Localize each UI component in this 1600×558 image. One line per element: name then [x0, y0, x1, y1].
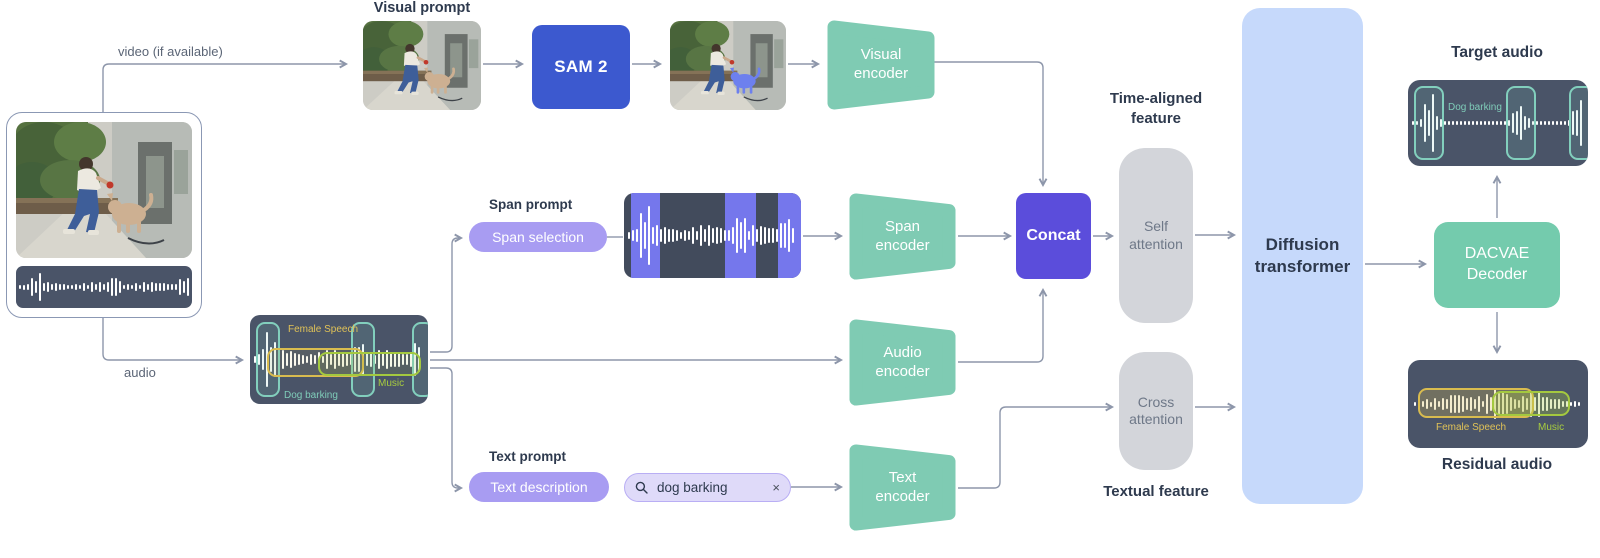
concat-box: Concat: [1016, 193, 1091, 279]
span-prompt-label: Span prompt: [489, 197, 573, 212]
arrow-text-encoder-to-cross-attention: [958, 402, 1115, 489]
sam2-box: SAM 2: [532, 25, 630, 109]
dacvae-decoder-box: DACVAE Decoder: [1434, 222, 1560, 308]
visual-prompt-image: [363, 21, 481, 110]
input-audio-waveform: [16, 266, 192, 308]
audio-tagged-waveform: Female Speech Music Dog barking: [250, 315, 428, 404]
text-description-button[interactable]: Text description: [469, 472, 609, 502]
arrow-visual-encoder-to-concat: [928, 61, 1048, 188]
dog-barking-tag: Dog barking: [284, 390, 338, 401]
female-speech-tag: Female Speech: [288, 324, 359, 335]
search-icon: [635, 481, 648, 494]
music-tag: Music: [378, 378, 405, 389]
visual-prompt-label: Visual prompt: [373, 0, 471, 16]
self-attention-box: Self attention: [1119, 148, 1193, 323]
span-encoder: Span encoder: [849, 192, 956, 281]
arrow-audio-encoder-to-concat: [958, 287, 1048, 363]
arrow-input-to-audio: [102, 318, 245, 365]
span-prompt-waveform: [624, 193, 801, 278]
target-span-3: [1569, 86, 1588, 160]
text-encoder: Text encoder: [849, 443, 956, 532]
audio-encoder: Audio encoder: [849, 318, 956, 407]
residual-music-tag: Music: [1538, 422, 1565, 433]
audio-edge-label: audio: [124, 365, 156, 380]
segmented-image: [670, 21, 786, 110]
target-audio-label: Target audio: [1451, 44, 1543, 61]
diffusion-transformer-box: Diffusion transformer: [1242, 8, 1363, 504]
residual-audio-waveform: Female Speech Music: [1408, 360, 1588, 448]
target-audio-waveform: Dog barking: [1408, 80, 1588, 166]
music-span: [318, 352, 421, 376]
visual-encoder: Visual encoder: [827, 19, 935, 111]
time-aligned-feature-label: Time-aligned feature: [1109, 90, 1203, 127]
arrow-video-to-visual-prompt: [102, 59, 349, 112]
search-input[interactable]: [655, 479, 766, 496]
video-edge-label: video (if available): [118, 44, 223, 59]
target-span-1: [1414, 86, 1444, 160]
text-prompt-label: Text prompt: [489, 449, 566, 464]
clear-icon[interactable]: ×: [772, 480, 780, 495]
cross-attention-box: Cross attention: [1119, 352, 1193, 470]
target-dog-barking-tag: Dog barking: [1448, 102, 1502, 113]
text-search-field[interactable]: ×: [624, 473, 791, 502]
span-selection-button[interactable]: Span selection: [469, 222, 607, 252]
residual-audio-label: Residual audio: [1441, 456, 1553, 473]
female-speech-span: [267, 348, 364, 377]
residual-female-speech-tag: Female Speech: [1436, 422, 1507, 433]
target-span-2: [1506, 86, 1536, 160]
arrow-audio-to-span-selection: [430, 233, 464, 353]
arrow-audio-to-text-description: [430, 367, 464, 493]
residual-music-span: [1492, 391, 1570, 416]
textual-feature-label: Textual feature: [1103, 483, 1209, 500]
residual-female-speech-span: [1418, 388, 1534, 418]
input-video-thumbnail: [16, 122, 192, 258]
